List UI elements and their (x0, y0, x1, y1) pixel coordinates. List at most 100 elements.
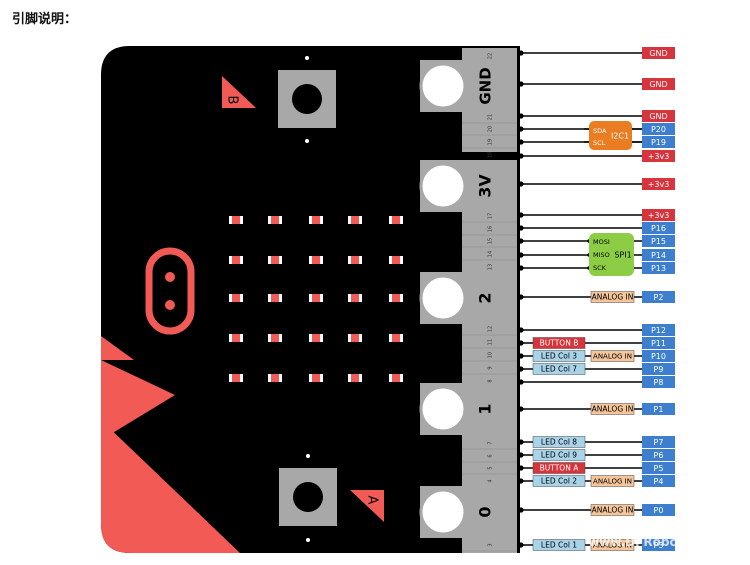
pin-name-label: P1 (654, 405, 664, 414)
led (348, 374, 362, 382)
pin-name-box[interactable] (642, 235, 675, 247)
led (389, 374, 403, 382)
led (229, 294, 243, 302)
pin-name-box[interactable] (642, 449, 675, 461)
pin-name-box[interactable] (642, 504, 675, 516)
spi-group: MOSI MISO SCK SPI1 (589, 233, 634, 276)
spi-badge (589, 233, 634, 276)
pin-tag-secondary (590, 539, 635, 551)
pin-number: 12 (488, 326, 494, 332)
pin-name-box[interactable] (642, 47, 675, 59)
pin-name-box[interactable] (642, 78, 675, 90)
pin-tag-label: ANALOG IN (592, 405, 634, 414)
pin-tag (532, 350, 586, 362)
led (268, 256, 282, 264)
pin-tag (532, 539, 586, 551)
button-a-indicator (350, 490, 384, 522)
big-pin-2[interactable]: 2 (419, 272, 517, 324)
button-a-cap[interactable] (293, 482, 323, 512)
pin-name-box[interactable] (642, 136, 675, 148)
pin-name-box[interactable] (642, 337, 675, 349)
led (389, 294, 403, 302)
board-decor (101, 336, 240, 553)
led (268, 334, 282, 342)
button-b-cap[interactable] (292, 84, 322, 114)
pin-row: P12 (518, 324, 675, 336)
pin-name-label: P13 (651, 264, 666, 273)
pin-tag (532, 475, 586, 487)
pin-name-box[interactable] (642, 209, 675, 221)
led (229, 256, 243, 264)
pin-name-box[interactable] (642, 376, 675, 388)
board-corner-decor (101, 420, 240, 553)
pin-name-label: P14 (651, 251, 666, 260)
pin-tag-label: LED Col 1 (541, 541, 577, 550)
big-pin-0[interactable]: GND (419, 60, 517, 112)
pin-name-label: P3 (654, 541, 664, 550)
connector-strip (462, 318, 517, 390)
big-pin-label: 2 (476, 292, 495, 303)
led (348, 294, 362, 302)
pin-tag-label: LED Col 9 (541, 451, 577, 460)
big-pins: GND 3V 2 1 0 (419, 60, 517, 538)
led (229, 374, 243, 382)
pin-name-label: P2 (654, 293, 664, 302)
pin-name-box[interactable] (642, 462, 675, 474)
led-matrix (229, 216, 403, 382)
pin-name-box[interactable] (642, 150, 675, 162)
pin-name-box[interactable] (642, 436, 675, 448)
big-pin-3[interactable]: 1 (419, 383, 517, 435)
pin-tag-label: BUTTON A (540, 464, 580, 473)
pin-number: 18 (488, 152, 494, 158)
button-a-label: A (365, 496, 380, 505)
pin-tag (532, 462, 586, 474)
pin-name-box[interactable] (642, 222, 675, 234)
pin-number: 15 (488, 238, 494, 244)
pin-name-label: +3v3 (648, 180, 670, 189)
pin-tag-label: BUTTON B (540, 339, 579, 348)
led (348, 334, 362, 342)
pin-row: P2 ANALOG IN (518, 291, 675, 303)
big-pin-4[interactable]: 0 (419, 486, 517, 538)
pin-name-box[interactable] (642, 363, 675, 375)
pin-labels: GNDGNDGNDP20P19+3v3+3v3+3v3P16P15P14P13P… (518, 47, 675, 551)
pin-tag (532, 363, 586, 375)
pin-name-box[interactable] (642, 403, 675, 415)
led (348, 256, 362, 264)
pin-number: 7 (488, 441, 494, 444)
pin-name-label: GND (649, 49, 667, 58)
led (389, 216, 403, 224)
pin-tag-label: LED Col 7 (541, 365, 577, 374)
pin-tag (590, 291, 635, 303)
pin-tag (590, 504, 635, 516)
pin-number: 6 (488, 454, 494, 457)
pin-tag-label: ANALOG IN (592, 293, 634, 302)
spi-mosi-label: MOSI (593, 238, 610, 246)
i2c-badge (589, 121, 632, 150)
pin-name-box[interactable] (642, 178, 675, 190)
pin-tag-secondary-label: ANALOG IN (593, 353, 632, 361)
pin-name-box[interactable] (642, 262, 675, 274)
pin-name-box[interactable] (642, 291, 675, 303)
pin-name-box[interactable] (642, 324, 675, 336)
pin-name-label: GND (649, 80, 667, 89)
pin-row: GND (518, 47, 675, 59)
pin-row: +3v3 (518, 150, 675, 162)
big-pin-1[interactable]: 3V (419, 160, 517, 212)
pin-tag-label: LED Col 8 (541, 438, 577, 447)
pin-name-box[interactable] (642, 539, 675, 551)
pin-name-box[interactable] (642, 475, 675, 487)
pin-name-box[interactable] (642, 123, 675, 135)
pin-name-box[interactable] (642, 110, 675, 122)
pin-tag (532, 337, 586, 349)
mount-hole (305, 56, 309, 60)
pin-name-label: P16 (651, 224, 666, 233)
pin-name-box[interactable] (642, 249, 675, 261)
pin-name-box[interactable] (642, 350, 675, 362)
